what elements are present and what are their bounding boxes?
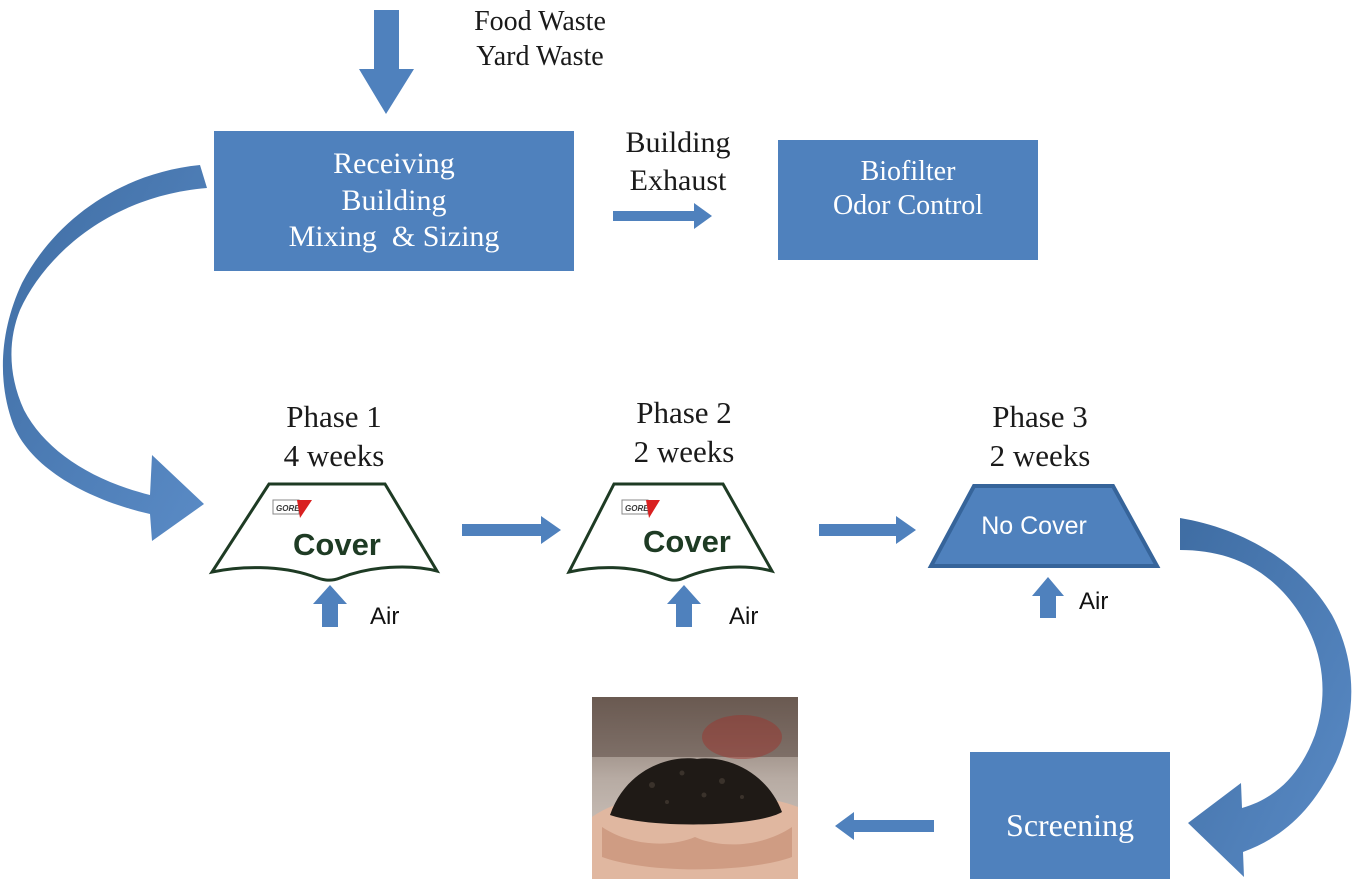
phase2-cover-shape — [566, 482, 776, 582]
compost-photo-illustration — [592, 697, 798, 879]
phase2-cover-label: Cover — [643, 524, 731, 559]
screening-label: Screening — [1006, 807, 1134, 843]
receiving-building-box: Receiving Building Mixing & Sizing — [214, 131, 574, 271]
phase3-name: Phase 3 — [992, 399, 1088, 434]
yard-waste-label: Yard Waste — [476, 41, 604, 72]
screening-box: Screening — [970, 752, 1170, 879]
phase3-duration: 2 weeks — [989, 437, 1091, 473]
phase3-no-cover-shape — [927, 484, 1161, 568]
receiving-line1: Receiving — [333, 147, 455, 181]
receiving-line2: Building — [341, 183, 447, 217]
exhaust-line2: Exhaust — [629, 163, 727, 197]
curved-arrow-right-icon — [1180, 518, 1352, 877]
screening-output-arrow-icon — [835, 812, 934, 840]
exhaust-arrow-icon — [613, 203, 712, 229]
svg-text:GORE: GORE — [625, 504, 649, 513]
compost-in-hands-photo — [592, 697, 798, 879]
phase1-cover-shape — [208, 482, 441, 582]
phase3-air-arrow-icon — [1032, 577, 1064, 618]
phase1-duration: 4 weeks — [283, 437, 385, 473]
phase2-heading: Phase 2 2 weeks — [594, 394, 774, 472]
phase2-gore-logo-icon: GORE — [621, 499, 660, 518]
phase3-air-label: Air — [1079, 588, 1109, 615]
phase1-gore-logo-icon: GORE — [272, 499, 312, 518]
receiving-line3: Mixing & Sizing — [288, 220, 500, 254]
food-waste-label: Food Waste — [474, 6, 606, 37]
biofilter-line1: Biofilter — [860, 156, 956, 187]
biofilter-box: Biofilter Odor Control — [778, 140, 1038, 260]
building-exhaust-label: Building Exhaust — [598, 124, 758, 199]
phase2-name: Phase 2 — [636, 395, 732, 430]
waste-inputs-label: Food Waste Yard Waste — [430, 4, 650, 74]
phase2-air-label: Air — [729, 603, 759, 630]
phase2-to-phase3-arrow-icon — [819, 516, 916, 544]
phase1-air-arrow-icon — [313, 585, 347, 627]
phase1-air-label: Air — [370, 603, 400, 630]
down-arrow-icon — [359, 10, 414, 114]
svg-text:GORE: GORE — [276, 504, 300, 513]
phase1-name: Phase 1 — [286, 399, 382, 434]
phase2-duration: 2 weeks — [633, 433, 735, 469]
biofilter-line2: Odor Control — [832, 190, 984, 222]
phase2-air-arrow-icon — [667, 585, 701, 627]
phase3-heading: Phase 3 2 weeks — [950, 398, 1130, 476]
curved-arrow-left-icon — [2, 165, 207, 541]
exhaust-line1: Building — [625, 126, 731, 159]
phase3-no-cover-label: No Cover — [981, 512, 1087, 540]
phase1-to-phase2-arrow-icon — [462, 516, 561, 544]
phase1-heading: Phase 1 4 weeks — [244, 398, 424, 476]
phase1-cover-label: Cover — [293, 527, 381, 562]
